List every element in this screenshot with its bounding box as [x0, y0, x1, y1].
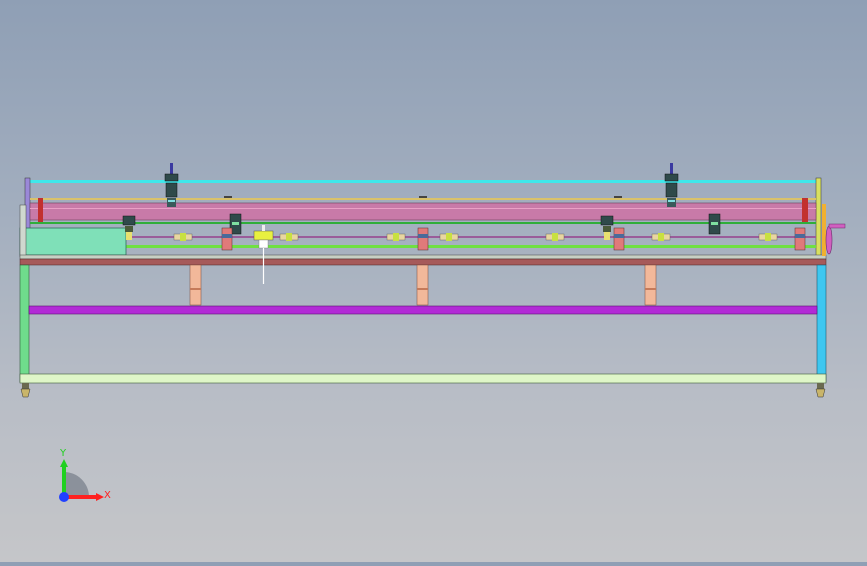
left-end-mark [38, 198, 43, 222]
mid-clamp-3[interactable] [600, 215, 614, 240]
handwheel[interactable] [822, 204, 846, 256]
support-1-band [190, 288, 201, 290]
table-apron[interactable] [19, 258, 827, 266]
purple-crossbar[interactable] [28, 305, 818, 315]
upper-rail-pink-line [30, 208, 816, 209]
mid-clamp-1[interactable] [122, 215, 136, 240]
right-end-mark [802, 198, 808, 222]
support-1[interactable] [189, 264, 202, 306]
upper-rail-yellow[interactable] [30, 198, 816, 200]
roller-2[interactable] [279, 233, 299, 241]
table-top[interactable] [19, 254, 827, 260]
upper-rail-green[interactable] [30, 222, 816, 224]
roller-5[interactable] [545, 233, 565, 241]
roller-6[interactable] [651, 233, 671, 241]
control-box[interactable] [19, 227, 127, 256]
mid-clamp-4[interactable] [708, 213, 721, 235]
support-2[interactable] [416, 264, 429, 306]
support-3[interactable] [644, 264, 657, 306]
base-bar[interactable] [19, 373, 827, 384]
rail-post-1[interactable] [221, 227, 233, 251]
top-rail[interactable] [28, 180, 818, 183]
roller-1[interactable] [173, 233, 193, 241]
left-foot[interactable] [20, 383, 31, 398]
rail-marker-1 [224, 196, 232, 198]
right-leg[interactable] [816, 264, 827, 383]
support-3-band [645, 288, 656, 290]
right-foot[interactable] [815, 383, 826, 398]
rail-marker-3 [614, 196, 622, 198]
left-bracket [19, 204, 27, 258]
roller-4[interactable] [439, 233, 459, 241]
top-clamp-left[interactable] [164, 163, 179, 207]
right-post[interactable] [815, 177, 822, 259]
left-leg[interactable] [19, 264, 30, 383]
lower-rail-green[interactable] [126, 245, 816, 248]
rail-post-3[interactable] [613, 227, 625, 251]
top-clamp-right[interactable] [664, 163, 679, 207]
cutter-head[interactable] [253, 225, 274, 284]
rail-marker-2 [419, 196, 427, 198]
upper-rail-pink[interactable] [29, 202, 817, 221]
support-2-band [417, 288, 428, 290]
rail-post-4[interactable] [794, 227, 806, 251]
roller-7[interactable] [758, 233, 778, 241]
roller-3[interactable] [386, 233, 406, 241]
rail-post-2[interactable] [417, 227, 429, 251]
mid-clamp-2[interactable] [229, 213, 242, 235]
